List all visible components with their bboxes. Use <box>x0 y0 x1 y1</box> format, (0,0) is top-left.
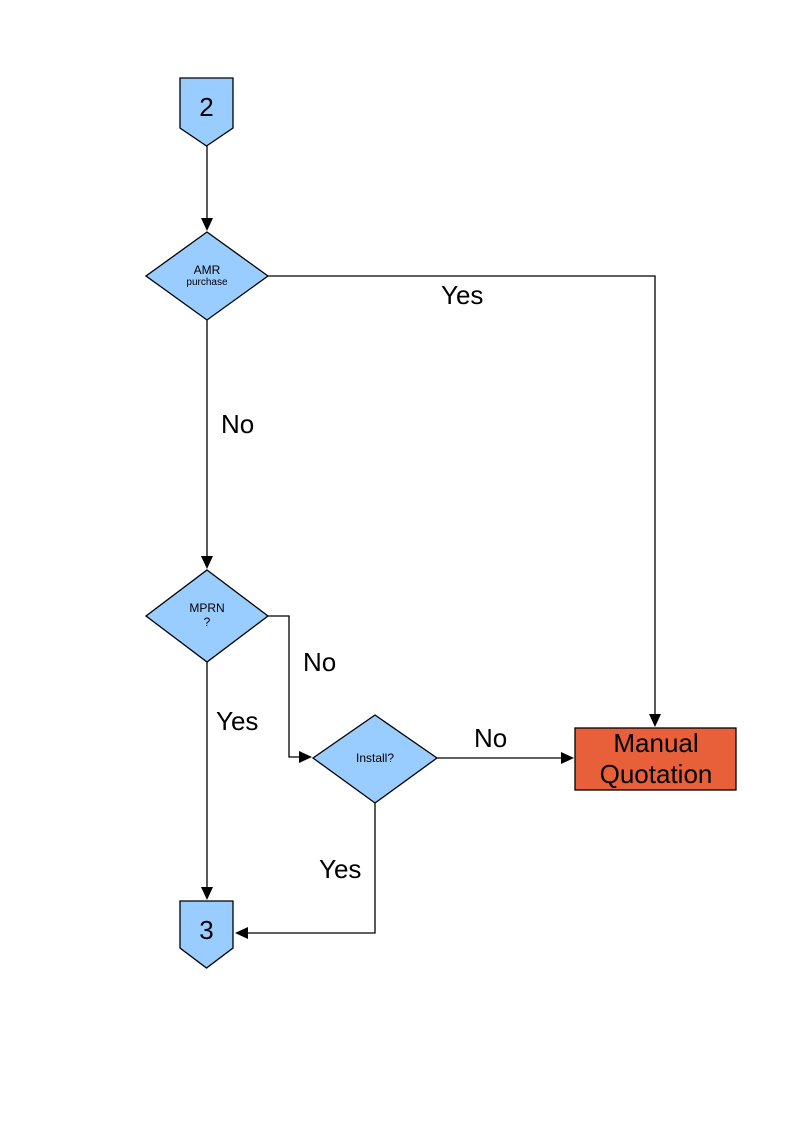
connector-3-shape <box>179 900 234 969</box>
arrowhead-into-amr <box>201 218 213 231</box>
edge-amr-yes-to-manual-quotation <box>268 275 656 715</box>
install-label-text: Install? <box>355 750 395 765</box>
amr-label-line1: AMR <box>193 262 221 277</box>
connector-2-label: 2 <box>199 91 214 122</box>
install-diamond <box>311 714 439 804</box>
edge-label-amr-no: No <box>221 409 255 439</box>
amr-label-line2: purchase <box>186 277 228 289</box>
connector-3-label: 3 <box>199 914 214 945</box>
edge-label-mprn-yes: Yes <box>216 706 259 736</box>
arrowhead-into-mprn <box>201 556 213 569</box>
mprn-label: MPRN ? <box>146 572 268 658</box>
edge-label-mprn-no: No <box>303 647 337 677</box>
arrowhead-into-connector3-top <box>201 887 213 900</box>
mprn-label-line2: ? <box>203 615 211 629</box>
mprn-label-line1: MPRN <box>189 600 225 615</box>
manual-quotation-box <box>574 727 737 791</box>
amr-purchase-label: AMR purchase <box>146 234 268 318</box>
arrowhead-into-connector3-right <box>235 927 248 939</box>
edge-mprn-no-to-install <box>268 615 300 758</box>
edge-label-install-no: No <box>474 723 508 753</box>
arrowhead-into-manual-quotation-top <box>649 714 661 727</box>
manual-quotation-label: Manual Quotation <box>599 728 713 789</box>
mprn-diamond <box>144 569 270 663</box>
arrowhead-into-manual-quotation-left <box>561 752 574 764</box>
edge-install-yes-to-connector3 <box>247 803 376 934</box>
install-label: Install? <box>313 716 437 800</box>
connector-2-shape <box>179 77 234 147</box>
arrowhead-into-install <box>299 751 312 763</box>
edge-label-install-yes: Yes <box>319 854 362 884</box>
amr-purchase-diamond <box>144 231 270 321</box>
edge-label-amr-yes: Yes <box>441 280 484 310</box>
